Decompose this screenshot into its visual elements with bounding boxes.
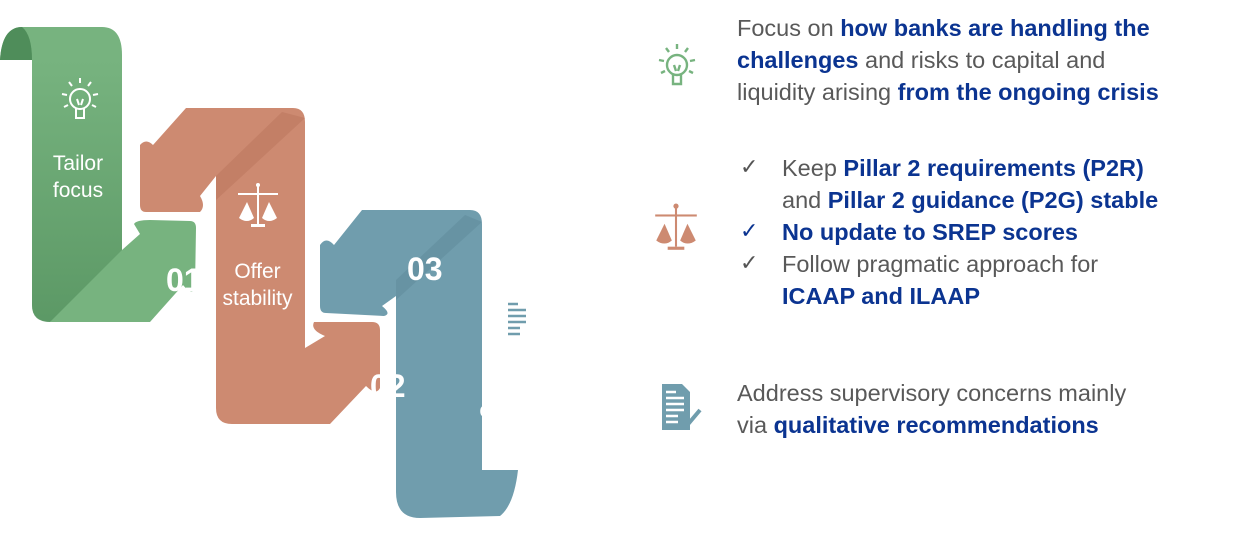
step-3-label: Address concerns — [470, 370, 574, 424]
step-1-number: 01 — [166, 262, 202, 298]
step-1-label-line1: Tailor — [52, 152, 104, 175]
focus-text: liquidity arising — [737, 79, 898, 105]
stability-highlight: Pillar 2 requirements (P2R) — [843, 155, 1144, 181]
stability-item-2: No update to SREP scores — [782, 216, 1078, 248]
concerns-highlight: qualitative recommendations — [773, 412, 1099, 438]
stability-text: and — [782, 187, 828, 213]
concerns-text: via — [737, 412, 774, 438]
focus-text: and risks to capital and — [858, 47, 1106, 73]
focus-highlight: challenges — [737, 47, 859, 73]
focus-text: Focus on — [737, 15, 841, 41]
step-2-label-line1: Offer — [234, 260, 281, 283]
step-3-label-line2: concerns — [479, 399, 565, 422]
focus-highlight: from the ongoing crisis — [897, 79, 1159, 105]
ribbon-step-1-shade — [32, 60, 122, 322]
scales-icon — [655, 203, 697, 250]
step-3-label-line1: Address — [483, 372, 561, 395]
check-icon: ✓ — [740, 250, 759, 275]
ribbon-step-2-fold — [216, 112, 305, 200]
step-1-label-line2: focus — [52, 179, 104, 202]
document-check-icon — [662, 384, 702, 430]
scales-icon — [238, 183, 278, 227]
step-2-label: Offer stability — [210, 258, 305, 312]
step-3-number: 03 — [407, 251, 443, 287]
concerns-text: Address supervisory concerns mainly — [737, 380, 1127, 406]
step-2-label-line2: stability — [222, 287, 293, 310]
step-2-number: 02 — [370, 368, 406, 404]
stability-text: Follow pragmatic approach for — [782, 251, 1099, 277]
lightbulb-icon — [61, 78, 99, 119]
document-check-icon — [504, 296, 544, 342]
stability-highlight: No update to SREP scores — [782, 219, 1078, 245]
check-icon: ✓ — [740, 218, 759, 243]
stability-highlight: ICAAP and ILAAP — [782, 283, 981, 309]
concerns-description: Address supervisory concerns mainly via … — [737, 377, 1126, 441]
step-1-label: Tailor focus — [38, 150, 118, 204]
stability-item-1: Keep Pillar 2 requirements (P2R) and Pil… — [782, 152, 1158, 216]
focus-description: Focus on how banks are handling the chal… — [737, 12, 1159, 108]
ribbon-step-2 — [140, 108, 380, 424]
lightbulb-icon — [658, 44, 696, 86]
stability-highlight: Pillar 2 guidance (P2G) stable — [827, 187, 1159, 213]
stability-item-3: Follow pragmatic approach for ICAAP and … — [782, 248, 1098, 312]
ribbon-step-1-curl — [0, 27, 32, 60]
ribbon-step-3 — [320, 210, 518, 518]
stability-text: Keep — [782, 155, 844, 181]
check-icon: ✓ — [740, 154, 759, 179]
focus-highlight: how banks are handling the — [840, 15, 1150, 41]
process-ribbon-diagram — [0, 27, 518, 518]
ribbon-step-3-fold — [396, 215, 482, 300]
